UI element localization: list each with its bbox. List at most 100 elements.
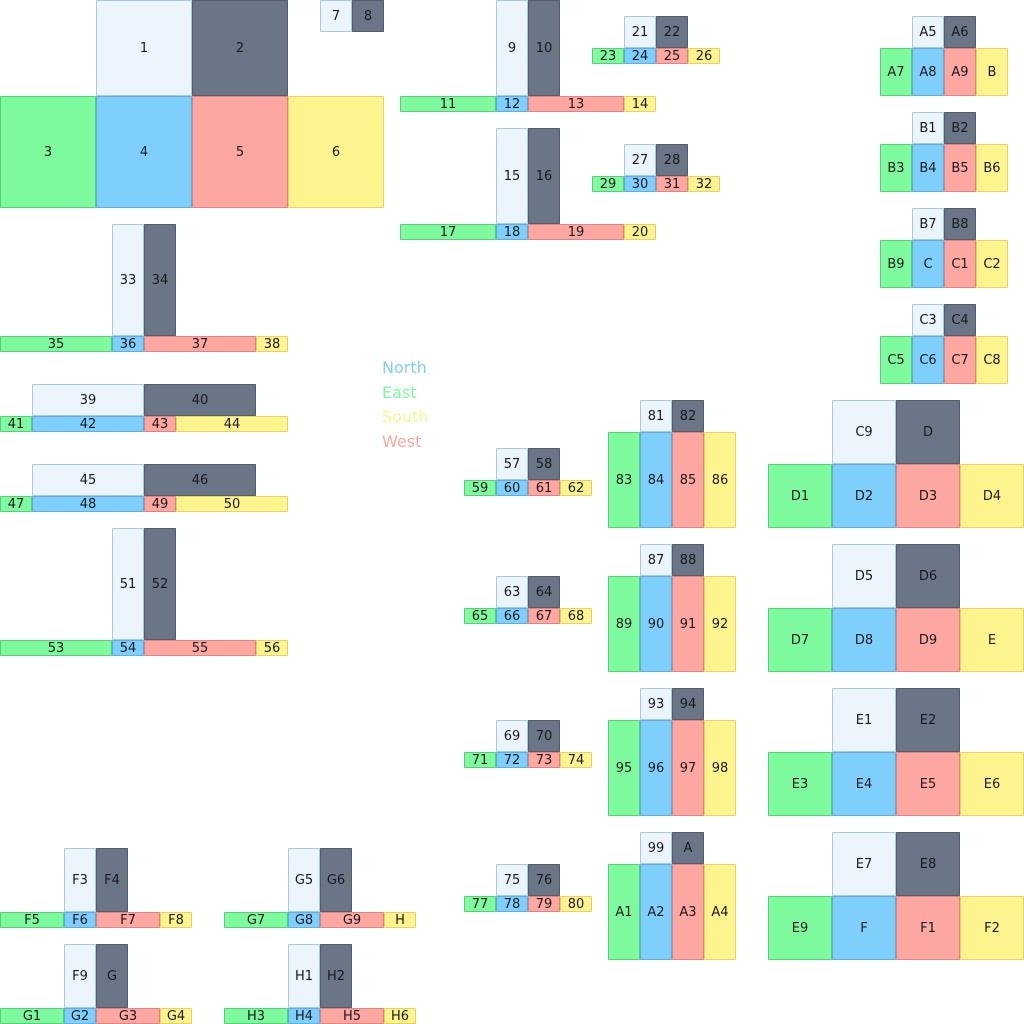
tile-28: 28 (656, 144, 688, 176)
tile-78: 78 (496, 896, 528, 912)
tile-H1: H1 (288, 944, 320, 1008)
tile-A9: A9 (944, 48, 976, 96)
tile-G3: G3 (96, 1008, 160, 1024)
tile-E1: E1 (832, 688, 896, 752)
tile-C5: C5 (880, 336, 912, 384)
tile-37: 37 (144, 336, 256, 352)
tile-F2: F2 (960, 896, 1024, 960)
tile-51: 51 (112, 528, 144, 640)
tile-95: 95 (608, 720, 640, 816)
tile-99: 99 (640, 832, 672, 864)
direction-legend: North East South West (382, 356, 429, 454)
tile-31: 31 (656, 176, 688, 192)
tile-A1: A1 (608, 864, 640, 960)
tile-23: 23 (592, 48, 624, 64)
tile-B8: B8 (944, 208, 976, 240)
tile-48: 48 (32, 496, 144, 512)
tile-90: 90 (640, 576, 672, 672)
tile-72: 72 (496, 752, 528, 768)
tile-C4: C4 (944, 304, 976, 336)
tile-20: 20 (624, 224, 656, 240)
tile-1: 1 (96, 0, 192, 96)
tile-91: 91 (672, 576, 704, 672)
tile-38: 38 (256, 336, 288, 352)
tile-C6: C6 (912, 336, 944, 384)
tile-10: 10 (528, 0, 560, 96)
tile-85: 85 (672, 432, 704, 528)
tile-H: H (384, 912, 416, 928)
tile-65: 65 (464, 608, 496, 624)
tile-80: 80 (560, 896, 592, 912)
tile-21: 21 (624, 16, 656, 48)
tile-B6: B6 (976, 144, 1008, 192)
tile-D1: D1 (768, 464, 832, 528)
tile-F1: F1 (896, 896, 960, 960)
tile-12: 12 (496, 96, 528, 112)
tile-70: 70 (528, 720, 560, 752)
tile-B3: B3 (880, 144, 912, 192)
tile-F5: F5 (0, 912, 64, 928)
tile-G7: G7 (224, 912, 288, 928)
tile-C1: C1 (944, 240, 976, 288)
tile-D: D (896, 400, 960, 464)
tile-5: 5 (192, 96, 288, 208)
tile-D8: D8 (832, 608, 896, 672)
tile-58: 58 (528, 448, 560, 480)
tile-81: 81 (640, 400, 672, 432)
tile-46: 46 (144, 464, 256, 496)
tile-11: 11 (400, 96, 496, 112)
tile-G8: G8 (288, 912, 320, 928)
tile-F: F (832, 896, 896, 960)
tile-54: 54 (112, 640, 144, 656)
tile-94: 94 (672, 688, 704, 720)
tile-33: 33 (112, 224, 144, 336)
tile-G: G (96, 944, 128, 1008)
tile-49: 49 (144, 496, 176, 512)
tile-98: 98 (704, 720, 736, 816)
tile-22: 22 (656, 16, 688, 48)
tile-C9: C9 (832, 400, 896, 464)
tile-45: 45 (32, 464, 144, 496)
legend-west: West (382, 431, 422, 451)
tile-19: 19 (528, 224, 624, 240)
tile-E5: E5 (896, 752, 960, 816)
tile-47: 47 (0, 496, 32, 512)
tile-D6: D6 (896, 544, 960, 608)
tile-56: 56 (256, 640, 288, 656)
tile-G2: G2 (64, 1008, 96, 1024)
tile-D2: D2 (832, 464, 896, 528)
tile-52: 52 (144, 528, 176, 640)
tile-35: 35 (0, 336, 112, 352)
tile-4: 4 (96, 96, 192, 208)
tile-A5: A5 (912, 16, 944, 48)
tile-73: 73 (528, 752, 560, 768)
tile-60: 60 (496, 480, 528, 496)
tile-34: 34 (144, 224, 176, 336)
tile-A7: A7 (880, 48, 912, 96)
tile-67: 67 (528, 608, 560, 624)
tile-H4: H4 (288, 1008, 320, 1024)
tile-B9: B9 (880, 240, 912, 288)
tile-F6: F6 (64, 912, 96, 928)
tile-E2: E2 (896, 688, 960, 752)
tile-43: 43 (144, 416, 176, 432)
tile-6: 6 (288, 96, 384, 208)
tile-50: 50 (176, 496, 288, 512)
tile-32: 32 (688, 176, 720, 192)
tile-68: 68 (560, 608, 592, 624)
tile-57: 57 (496, 448, 528, 480)
tile-G4: G4 (160, 1008, 192, 1024)
tile-C: C (912, 240, 944, 288)
tile-63: 63 (496, 576, 528, 608)
tile-64: 64 (528, 576, 560, 608)
tile-H3: H3 (224, 1008, 288, 1024)
tile-3: 3 (0, 96, 96, 208)
tile-36: 36 (112, 336, 144, 352)
tile-41: 41 (0, 416, 32, 432)
tile-C3: C3 (912, 304, 944, 336)
tile-88: 88 (672, 544, 704, 576)
tile-77: 77 (464, 896, 496, 912)
tile-24: 24 (624, 48, 656, 64)
tile-C7: C7 (944, 336, 976, 384)
